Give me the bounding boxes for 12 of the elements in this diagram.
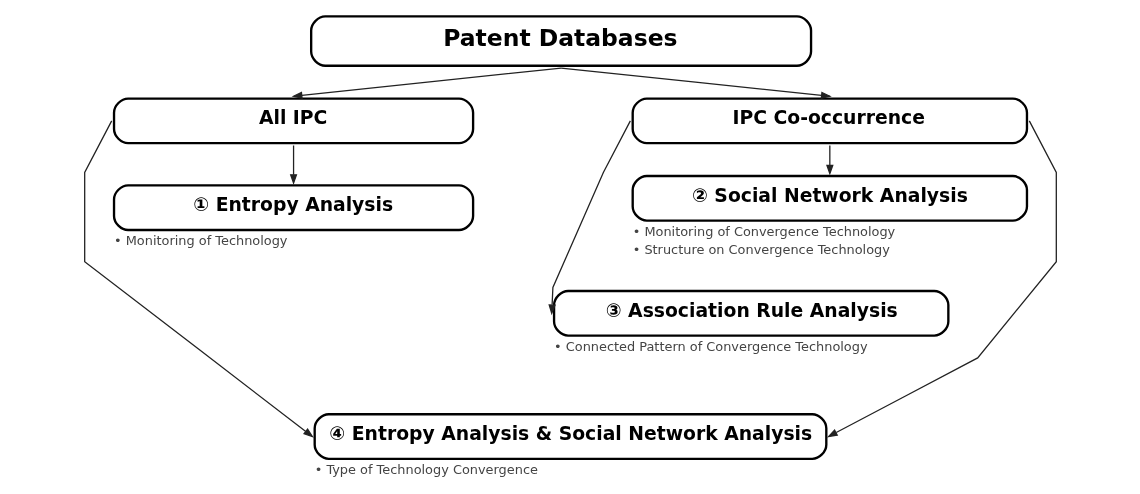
- arrow: [825, 144, 834, 176]
- arrow: [826, 120, 1057, 438]
- arrow: [291, 67, 562, 100]
- node-label: • Connected Pattern of Convergence Technology: [553, 338, 868, 354]
- node-label: • Monitoring of Technology: [113, 233, 287, 249]
- node-label: • Structure on Convergence Technology: [632, 242, 890, 258]
- arrow: [547, 120, 631, 316]
- arrow: [83, 120, 314, 438]
- node-label: • Monitoring of Convergence Technology: [632, 223, 895, 239]
- arrow: [559, 67, 832, 100]
- node-label: • Type of Technology Convergence: [314, 461, 538, 477]
- arrow: [289, 144, 297, 185]
